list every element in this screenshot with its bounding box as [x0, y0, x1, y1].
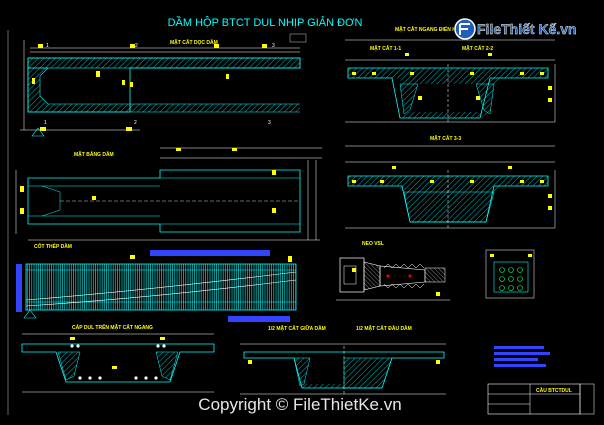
anchor-plate-detail: [485, 249, 535, 299]
anchor-view: NEO VSL: [336, 241, 450, 301]
drawing-title: DẦM HỘP BTCT DUL NHỊP GIẢN ĐƠN: [168, 16, 363, 29]
tendon-cross-section-view: CÁP DUL TRÊN MẶT CẮT NGANG: [21, 323, 215, 393]
svg-text:1: 1: [46, 43, 49, 49]
brand-logo-text: FileThiết Kế.vn: [477, 21, 577, 37]
plan-view: MẶT BẰNG DẦM: [15, 147, 322, 241]
notes-block: [494, 346, 550, 367]
svg-text:1: 1: [44, 120, 47, 126]
longitudinal-section-label: MẶT CẮT DỌC DẦM: [170, 38, 218, 46]
half-sections-view: 1/2 MẶT CẮT GIỮA DẦM 1/2 MẶT CẮT ĐẦU DẦM: [240, 324, 446, 395]
title-block: CẦU BTCTDUL: [487, 383, 595, 415]
title-block-name: CẦU BTCTDUL: [536, 387, 572, 394]
tendon-cross-section-label: CÁP DUL TRÊN MẶT CẮT NGANG: [72, 323, 153, 331]
section-3-label: MẶT CẮT 3-3: [430, 134, 461, 142]
half-section-mid-label: 1/2 MẶT CẮT GIỮA DẦM: [268, 324, 326, 332]
half-section-end-label: 1/2 MẶT CẮT ĐẦU DẦM: [356, 324, 412, 332]
cross-section-view: MẶT CẮT NGANG ĐIỂN HÌNH MẶT CẮT 1-1 MẶT …: [345, 25, 556, 123]
cross-section-label: MẶT CẮT NGANG ĐIỂN HÌNH: [395, 25, 465, 33]
svg-text:2: 2: [135, 43, 138, 49]
svg-text:3: 3: [272, 43, 275, 49]
longitudinal-section-view: MẶT CẮT DỌC DẦM 1 2 3 1 2 3: [20, 33, 307, 137]
section-3-view: MẶT CẮT 3-3: [345, 134, 556, 229]
section-2-label: MẶT CẮT 2-2: [462, 44, 493, 52]
brand-logo: FileThiết Kế.vn: [454, 18, 577, 40]
svg-text:2: 2: [134, 120, 137, 126]
copyright-watermark: Copyright © FileThietKe.vn: [198, 395, 401, 414]
svg-text:3: 3: [268, 120, 271, 126]
reinforcement-view: CỐT THÉP DẦM: [16, 242, 297, 322]
anchor-label: NEO VSL: [362, 241, 384, 247]
reinforcement-label: CỐT THÉP DẦM: [34, 242, 72, 250]
section-1-label: MẶT CẮT 1-1: [370, 44, 401, 52]
plan-label: MẶT BẰNG DẦM: [74, 150, 114, 158]
